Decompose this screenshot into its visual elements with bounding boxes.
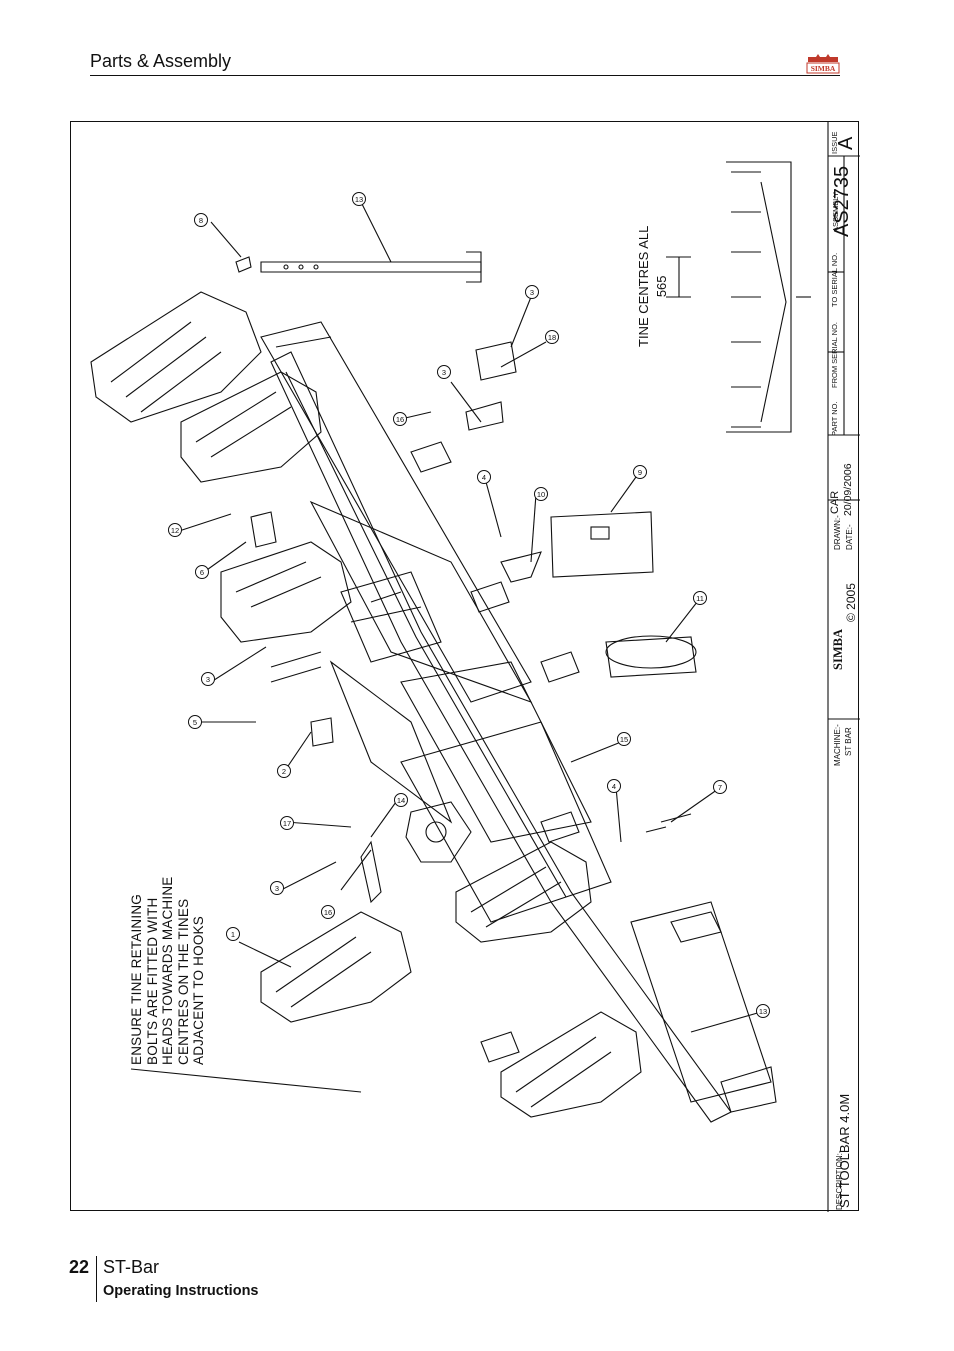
note-line: BOLTS ARE FITTED WITH	[144, 897, 160, 1065]
callout-9: 9	[633, 465, 647, 479]
callout-8: 8	[194, 213, 208, 227]
callout-4: 4	[607, 779, 621, 793]
copyright: © 2005	[844, 583, 858, 622]
callout-12: 12	[168, 523, 182, 537]
callout-13: 13	[756, 1004, 770, 1018]
tine-centres-text: TINE CENTRES ALL	[636, 225, 651, 347]
machine-label: MACHINE:-	[833, 724, 842, 766]
callout-3: 3	[201, 672, 215, 686]
callout-16: 16	[321, 905, 335, 919]
simba-logo: SIMBA	[806, 54, 840, 74]
machine-value: ST BAR	[844, 727, 853, 756]
callout-1: 1	[226, 927, 240, 941]
callout-3: 3	[525, 285, 539, 299]
exploded-view-illustration	[90, 122, 860, 1212]
callout-4: 4	[477, 470, 491, 484]
callout-14: 14	[394, 793, 408, 807]
to-serial-label: TO SERIAL NO.	[830, 252, 839, 307]
section-title: Parts & Assembly	[90, 51, 232, 71]
svg-text:SIMBA: SIMBA	[811, 64, 836, 73]
issue-value: A	[835, 136, 857, 150]
callout-10: 10	[534, 487, 548, 501]
note-line: HEADS TOWARDS MACHINE	[160, 876, 176, 1065]
part-no-label: PART NO.	[830, 401, 839, 436]
tine-centres-value: 565	[654, 275, 669, 298]
description-value: ST TOOLBAR 4.0M	[837, 1093, 852, 1208]
callout-18: 18	[545, 330, 559, 344]
assembly-number: AS2735	[831, 165, 853, 237]
callout-3: 3	[270, 881, 284, 895]
note-line: CENTRES ON THE TINES	[175, 898, 191, 1065]
page-number: 22	[69, 1257, 90, 1277]
footer-title: ST-Bar	[103, 1257, 160, 1277]
brand-label: SIMBA	[831, 629, 845, 670]
callout-7: 7	[713, 780, 727, 794]
callout-15: 15	[617, 732, 631, 746]
drawn-label: DRAWN:-	[833, 515, 842, 550]
callout-11: 11	[693, 591, 707, 605]
date-label: DATE:-	[845, 524, 854, 550]
date-value: 20/09/2006	[842, 463, 854, 516]
header-rule	[90, 75, 840, 76]
callout-5: 5	[188, 715, 202, 729]
callout-16: 16	[393, 412, 407, 426]
assembly-note: ENSURE TINE RETAINING BOLTS ARE FITTED W…	[129, 877, 207, 1065]
callout-13: 13	[352, 192, 366, 206]
assembly-drawing: 8 13 3 18 3 16 4 10 9 12 6 11 3 5 15 2 4…	[70, 121, 860, 1212]
callout-6: 6	[195, 565, 209, 579]
note-line: ADJACENT TO HOOKS	[191, 916, 207, 1065]
tine-centres-label: TINE CENTRES ALL 565	[635, 226, 671, 347]
drawn-value: CAR	[829, 490, 841, 514]
callout-2: 2	[277, 764, 291, 778]
note-line: ENSURE TINE RETAINING	[129, 894, 144, 1065]
from-serial-label: FROM SERIAL NO.	[830, 322, 839, 388]
callout-3: 3	[437, 365, 451, 379]
footer-subtitle: Operating Instructions	[103, 1283, 259, 1299]
footer-divider	[96, 1256, 97, 1302]
callout-17: 17	[280, 816, 294, 830]
